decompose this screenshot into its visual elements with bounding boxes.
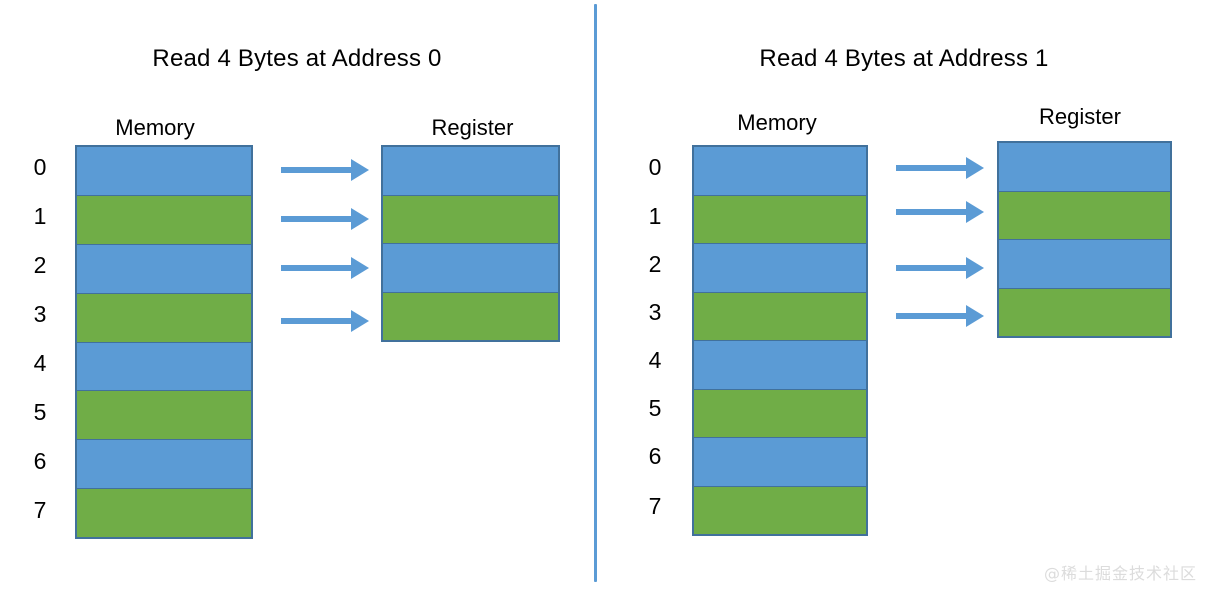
memory-byte-5 — [77, 391, 251, 441]
register-byte-3 — [999, 288, 1170, 336]
register-byte-3 — [383, 292, 558, 340]
register-caption-left: Register — [431, 115, 514, 140]
address-label-5: 5 — [33, 399, 47, 425]
panel-read-at-address-1: Read 4 Bytes at Address 1 Memory Registe… — [597, 0, 1211, 592]
memory-byte-3 — [77, 293, 251, 343]
memory-byte-1 — [694, 195, 866, 244]
watermark: @稀土掘金技术社区 — [1043, 564, 1197, 583]
register-stack-left — [381, 145, 560, 342]
memory-byte-2 — [77, 244, 251, 294]
transfer-arrow-1 — [281, 208, 369, 230]
memory-byte-2 — [694, 244, 866, 293]
address-label-0: 0 — [33, 154, 47, 180]
memory-byte-6 — [694, 438, 866, 487]
transfer-arrow-1 — [896, 201, 984, 223]
register-byte-0 — [999, 143, 1170, 192]
address-label-1: 1 — [33, 203, 47, 229]
address-label-4: 4 — [33, 350, 47, 376]
memory-byte-7 — [77, 489, 251, 537]
address-label-2: 2 — [33, 252, 47, 278]
register-byte-1 — [999, 191, 1170, 240]
address-label-6: 6 — [648, 443, 662, 469]
transfer-arrow-3 — [281, 310, 369, 332]
address-label-1: 1 — [648, 203, 662, 229]
memory-stack-left — [75, 145, 253, 539]
memory-byte-1 — [77, 195, 251, 245]
register-byte-1 — [383, 195, 558, 244]
transfer-arrow-0 — [896, 157, 984, 179]
transfer-arrow-2 — [281, 257, 369, 279]
address-label-7: 7 — [33, 497, 47, 523]
register-byte-2 — [383, 244, 558, 293]
memory-caption-right: Memory — [737, 110, 817, 135]
transfer-arrow-3 — [896, 305, 984, 327]
memory-stack-right — [692, 145, 868, 536]
address-label-3: 3 — [648, 299, 662, 325]
address-label-5: 5 — [648, 395, 662, 421]
address-label-0: 0 — [648, 154, 662, 180]
memory-byte-7 — [694, 486, 866, 534]
panel-read-at-address-0: Read 4 Bytes at Address 0 Memory Registe… — [0, 0, 594, 592]
panel-divider — [594, 4, 597, 582]
register-byte-0 — [383, 147, 558, 196]
address-label-6: 6 — [33, 448, 47, 474]
transfer-arrow-0 — [281, 159, 369, 181]
register-stack-right — [997, 141, 1172, 338]
memory-byte-0 — [694, 147, 866, 196]
memory-byte-4 — [77, 342, 251, 392]
address-label-4: 4 — [648, 347, 662, 373]
panel-title-right: Read 4 Bytes at Address 1 — [759, 45, 1049, 72]
memory-byte-5 — [694, 389, 866, 438]
register-caption-right: Register — [1039, 104, 1121, 129]
memory-byte-6 — [77, 440, 251, 490]
address-label-2: 2 — [648, 251, 662, 277]
memory-byte-4 — [694, 341, 866, 390]
memory-byte-0 — [77, 147, 251, 196]
transfer-arrow-2 — [896, 257, 984, 279]
address-label-7: 7 — [648, 493, 662, 519]
register-byte-2 — [999, 240, 1170, 289]
address-label-3: 3 — [33, 301, 47, 327]
panel-title-left: Read 4 Bytes at Address 0 — [152, 45, 442, 72]
memory-byte-3 — [694, 292, 866, 341]
memory-caption-left: Memory — [115, 115, 195, 140]
